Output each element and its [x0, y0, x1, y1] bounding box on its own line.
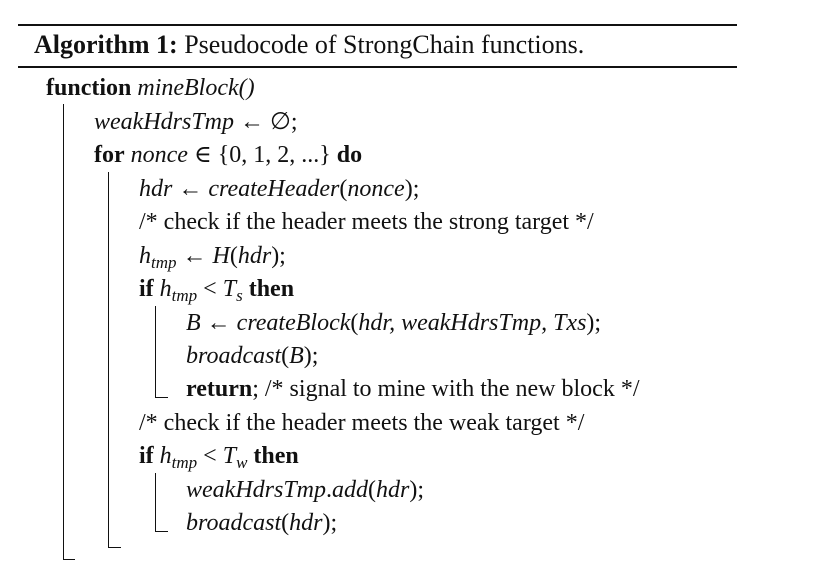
subscript-tmp: tmp: [171, 286, 198, 305]
for-block-end: [108, 547, 121, 548]
line-broadcast-hdr: broadcast(hdr);: [186, 507, 337, 539]
arrow: ←: [200, 310, 237, 336]
keyword-return: return: [186, 376, 253, 402]
paren-open: (: [229, 243, 238, 269]
if-strong-block-guide: [155, 306, 156, 397]
var-h: h: [159, 276, 172, 302]
subscript-s: s: [236, 286, 243, 305]
subscript-tmp: tmp: [151, 253, 177, 272]
keyword-function: function: [46, 75, 132, 101]
paren-open: (: [339, 176, 348, 202]
line-if-strong: if htmp < Ts then: [139, 273, 294, 312]
if-weak-block-end: [155, 531, 168, 532]
paren-close: );: [303, 343, 319, 369]
arg-hdr: hdr: [376, 477, 410, 503]
var-h: h: [139, 243, 151, 269]
line-function-def: function mineBlock(): [46, 72, 255, 104]
loop-range: ∈ {0, 1, 2, ...}: [187, 142, 337, 168]
algorithm-title: Pseudocode of StrongChain functions.: [184, 30, 585, 59]
comment-weak-target: /* check if the header meets the weak ta…: [139, 410, 585, 436]
line-hash: htmp ← H(hdr);: [139, 240, 286, 279]
paren-open: (: [350, 310, 359, 336]
algorithm-label: Algorithm 1:: [34, 30, 178, 59]
if-strong-block-end: [155, 397, 168, 398]
line-return: return; /* signal to mine with the new b…: [186, 373, 640, 405]
keyword-do: do: [336, 142, 363, 168]
arg-hdr: hdr: [237, 243, 272, 269]
paren-close: );: [322, 510, 338, 536]
fn-createheader: createHeader: [208, 176, 340, 202]
return-comment: ; /* signal to mine with the new block *…: [252, 376, 640, 402]
arrow: ←: [172, 176, 209, 202]
keyword-then: then: [248, 276, 295, 302]
var-t: T: [222, 276, 237, 302]
var-nonce: nonce: [130, 142, 188, 168]
algorithm-caption-rule: [18, 66, 737, 68]
if-weak-block-guide: [155, 473, 156, 531]
fn-broadcast: broadcast: [186, 510, 282, 536]
var-h: h: [159, 443, 172, 469]
paren-close: );: [271, 243, 286, 269]
fn-createblock: createBlock: [236, 310, 351, 336]
for-block-guide: [108, 172, 109, 547]
comment-strong-target: /* check if the header meets the strong …: [139, 209, 594, 235]
arg-nonce: nonce: [347, 176, 405, 202]
algorithm-top-rule: [18, 24, 737, 26]
var-t: T: [222, 443, 237, 469]
paren-open: (: [368, 477, 377, 503]
fn-add: add: [332, 477, 369, 503]
function-block-guide: [63, 104, 64, 559]
keyword-for: for: [94, 142, 125, 168]
keyword-if: if: [139, 276, 154, 302]
line-for-loop: for nonce ∈ {0, 1, 2, ...} do: [94, 139, 362, 171]
subscript-tmp: tmp: [171, 453, 198, 472]
paren-close: );: [586, 310, 602, 336]
var-b: B: [186, 310, 201, 336]
arg-hdr: hdr: [289, 510, 323, 536]
paren-close: );: [404, 176, 420, 202]
arrow: ←: [176, 243, 213, 269]
keyword-then: then: [253, 443, 299, 469]
dot: .: [326, 477, 333, 503]
line-add-weak: weakHdrsTmp.add(hdr);: [186, 474, 424, 506]
less-than: <: [197, 276, 223, 302]
arg-b: B: [289, 343, 304, 369]
line-create-block: B ← createBlock(hdr, weakHdrsTmp, Txs);: [186, 307, 601, 339]
line-broadcast-block: broadcast(B);: [186, 340, 318, 372]
paren-open: (: [281, 510, 290, 536]
line-init-weakhdrs: weakHdrsTmp ← ∅;: [94, 106, 298, 138]
line-if-weak: if htmp < Tw then: [139, 440, 299, 479]
line-create-header: hdr ← createHeader(nonce);: [139, 173, 419, 205]
algorithm-caption: Algorithm 1: Pseudocode of StrongChain f…: [34, 28, 584, 62]
paren-close: );: [409, 477, 425, 503]
keyword-if: if: [139, 443, 154, 469]
function-block-end: [63, 559, 75, 560]
less-than: <: [197, 443, 223, 469]
args-createblock: hdr, weakHdrsTmp, Txs: [358, 310, 587, 336]
assign-empty: ← ∅;: [234, 109, 298, 135]
subscript-w: w: [236, 453, 248, 472]
obj-weakhdrstmp: weakHdrsTmp: [186, 477, 327, 503]
fn-h: H: [212, 243, 230, 269]
paren-open: (: [281, 343, 290, 369]
function-name: mineBlock(): [137, 75, 255, 101]
var-weakhdrstmp: weakHdrsTmp: [94, 109, 235, 135]
fn-broadcast: broadcast: [186, 343, 282, 369]
var-hdr: hdr: [139, 176, 173, 202]
